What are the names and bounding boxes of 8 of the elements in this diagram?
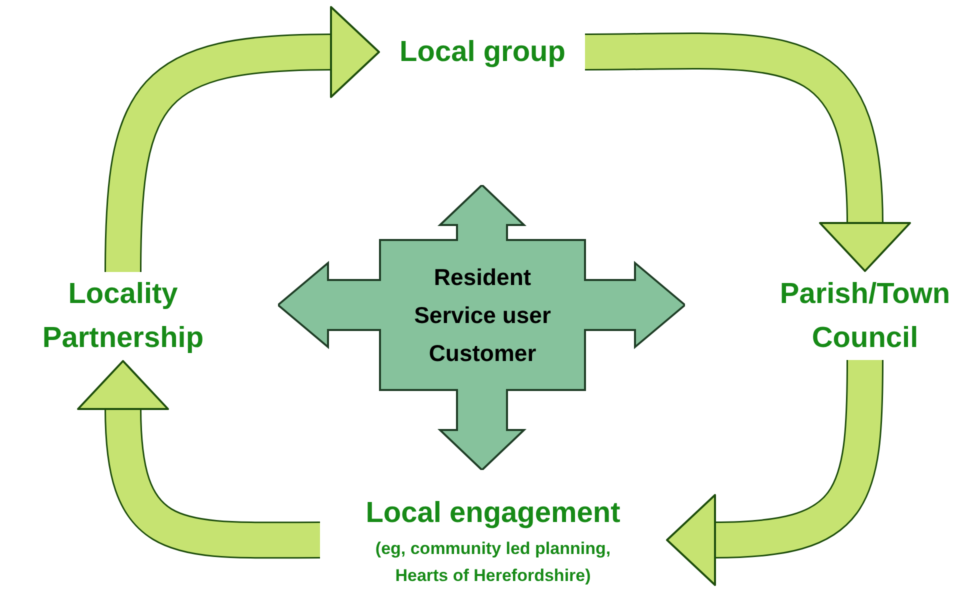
center-text: Service user xyxy=(414,301,551,330)
node-label: Local engagement xyxy=(366,496,620,531)
node-note: (eg, community led planning, Hearts of Herefordshire) xyxy=(374,538,612,587)
center-text: Customer xyxy=(428,339,536,368)
center-text: Resident xyxy=(434,263,532,292)
node-label: Local group xyxy=(400,35,566,70)
node-label: Parish/Town Council xyxy=(778,277,952,356)
node-label: Locality Partnership xyxy=(41,277,205,356)
